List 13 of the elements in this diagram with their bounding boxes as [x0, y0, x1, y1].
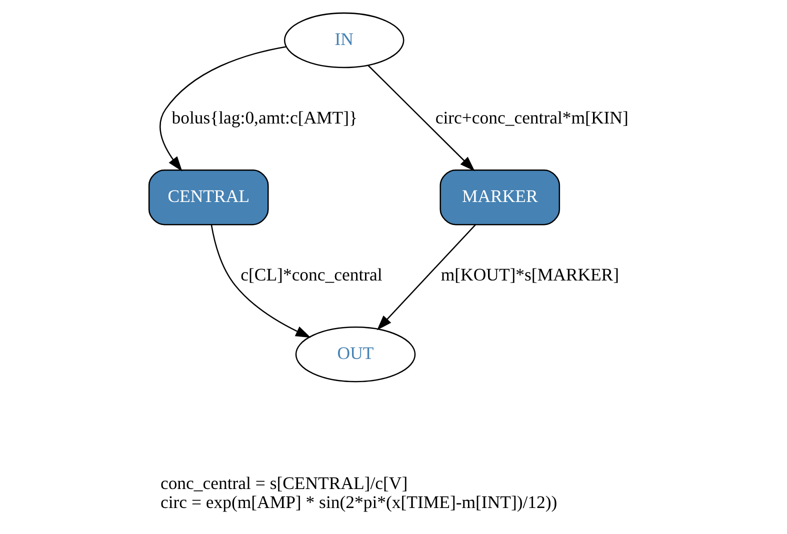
node-box: CENTRAL	[148, 169, 269, 226]
edge-label: circ+conc_central*m[KIN]	[435, 108, 628, 128]
arrow	[376, 224, 476, 330]
arrow	[160, 46, 286, 172]
node-box: MARKER	[440, 169, 560, 226]
node-ellipse: IN	[284, 12, 404, 68]
edge-label: bolus{lag:0,amt:c[AMT]}	[172, 108, 358, 128]
edge-label: c[CL]*conc_central	[240, 264, 382, 285]
arrow	[210, 224, 311, 338]
edge-label: m[KOUT]*s[MARKER]	[440, 264, 620, 285]
label: conc_central = s[CENTRAL]/c[V]	[160, 472, 408, 493]
label: circ = exp(m[AMP] * sin(2*pi*(x[TIME]-m[INT])/12))	[160, 492, 558, 512]
arrow	[368, 64, 475, 172]
